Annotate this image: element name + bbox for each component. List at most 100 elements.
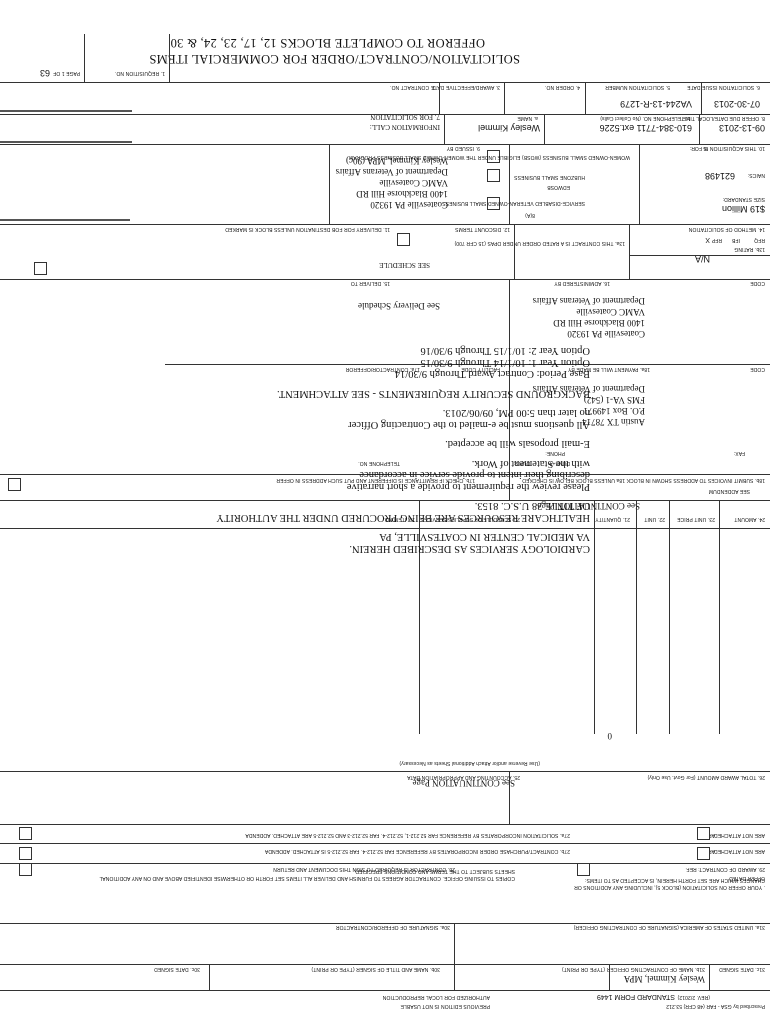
setaside-label: 10. THIS ACQUISITION IS xyxy=(703,145,765,151)
delivery-label: 11. DELIVERY FOR FOB DESTINATION UNLESS … xyxy=(225,226,390,232)
award-label: 29. AWARD OF CONTRACT: REF. xyxy=(685,866,765,872)
offeror-signature-label: 30a. SIGNATURE OF OFFEROR/CONTRACTOR xyxy=(335,924,450,930)
issued-by-attn: Wesley Kimmel, MPA (90c) xyxy=(346,156,448,166)
eight-a-label: 8(A) xyxy=(525,212,535,218)
solicitation-number-label: 5. SOLICITATION NUMBER xyxy=(605,84,670,90)
schedule-line: Please review the requirement to provide… xyxy=(346,481,590,492)
pay-line3: P.O. Box 149971 xyxy=(583,406,645,416)
form-subtitle: OFFEROR TO COMPLETE BLOCKS 12, 17, 23, 2… xyxy=(170,36,485,50)
signer-name-label: 30b. NAME AND TITLE OF SIGNER (TYPE OR P… xyxy=(311,966,440,972)
co-name-label: 31b. NAME OF CONTRACTING OFFICER (TYPE O… xyxy=(561,966,705,972)
footer-prev: PREVIOUS EDITION IS NOT USABLE xyxy=(400,1003,490,1009)
27b-are-checkbox[interactable] xyxy=(697,847,710,860)
footer-form: STANDARD FORM 1449 xyxy=(596,993,675,1000)
admin-line2: VAMC Coatesville xyxy=(576,307,645,317)
method-ifb: IFB xyxy=(731,237,740,243)
co-date-label: 31c. DATE SIGNED xyxy=(719,966,765,972)
rating-label: 13b. RATING xyxy=(734,246,765,252)
method-rfp-mark[interactable]: X xyxy=(705,236,710,243)
information-call-label: INFORMATION CALL: xyxy=(369,123,440,131)
hubzone-label: HUBZONE SMALL BUSINESS xyxy=(514,174,585,180)
27b-text: 27b. CONTRACT/PURCHASE ORDER INCORPORATE… xyxy=(264,848,570,854)
admin-code-label: CODE xyxy=(750,280,765,286)
for-solicitation-label: 7. FOR SOLICITATION xyxy=(370,113,440,121)
issue-date-label: 6. SOLICITATION ISSUE DATE xyxy=(687,84,760,90)
remit-checkbox[interactable] xyxy=(8,478,21,491)
administered-by-label: 16. ADMINISTERED BY xyxy=(554,280,610,286)
schedule-line xyxy=(220,399,590,407)
schedule-line: no later than 5:00 PM, 09/06/2013. xyxy=(442,407,590,419)
total-award-label: 26. TOTAL AWARD AMOUNT (For Govt. Use On… xyxy=(647,774,765,780)
footer-rev: (REV. 2/2012) xyxy=(677,994,710,1000)
method-rfp: RFP xyxy=(711,237,722,243)
naics-label: NAICS: xyxy=(747,172,765,178)
schedule-line: Option Year 2: 10/1/15 Through 9/30/16 xyxy=(420,345,590,357)
delivery-marked-checkbox[interactable] xyxy=(397,233,410,246)
method-label: 14. METHOD OF SOLICITATION xyxy=(688,226,765,232)
amount-header: 24. AMOUNT xyxy=(734,516,765,522)
block11-checkbox[interactable] xyxy=(34,262,47,275)
27b-addenda-checkbox[interactable] xyxy=(19,847,32,860)
issue-date-value: 07-30-2013 xyxy=(713,99,760,109)
discount-terms-label: 12. DISCOUNT TERMS xyxy=(455,226,510,232)
issued-by-line4: Coatesville PA 19320 xyxy=(370,200,448,210)
award-checkbox[interactable] xyxy=(577,863,590,876)
issued-by-line1: Department of Veterans Affairs xyxy=(335,167,448,177)
co-name-value: Wesley Kimmel, MPA xyxy=(623,974,705,984)
pay-code-label: CODE xyxy=(750,366,765,372)
size-standard-label: SIZE STANDARD: xyxy=(722,196,765,202)
naics-value: 621498 xyxy=(704,171,735,181)
signer-date-label: 30c. DATE SIGNED xyxy=(154,966,200,972)
order-no-label: 4. ORDER NO. xyxy=(544,84,580,90)
hubzone-checkbox[interactable] xyxy=(487,169,500,182)
rated-order-label: 13a. THIS CONTRACT IS A RATED ORDER UNDE… xyxy=(454,240,625,246)
pay-line4: Austin TX 78714 xyxy=(582,417,645,427)
schedule-line: HEALTHCARE RESOURCES ARE BEING PROCURED … xyxy=(216,512,590,523)
quantity-header: 21. QUANTITY xyxy=(595,516,630,522)
offer-due-label: 8. OFFER DUE DATE/LOCAL TIME xyxy=(682,115,765,121)
schedule-line: All questions must be e-mailed to the Co… xyxy=(348,419,590,430)
schedule-line: BACKGROUND SECURITY REQUIREMENTS - SEE A… xyxy=(277,388,590,399)
contractor-sign-checkbox[interactable] xyxy=(19,863,32,876)
quantity-zero: 0 xyxy=(607,731,613,741)
27b-are-not: ARE NOT ATTACHED. xyxy=(712,848,765,854)
issued-by-line3: 1400 Blackhorse Hill RD xyxy=(356,189,448,199)
telephone-value: 610-384-7711 ext.5226 xyxy=(599,123,692,133)
footer-auth: AUTHORIZED FOR LOCAL REPRODUCTION xyxy=(382,994,490,1000)
admin-line4: Coatesville PA 19320 xyxy=(567,329,645,339)
co-signature-label: 31a. UNITED STATES OF AMERICA (SIGNATURE… xyxy=(573,924,765,930)
issued-by-line2: VAMC Coatesville xyxy=(379,178,448,188)
27a-are-not: ARE NOT ATTACHED. xyxy=(712,832,765,838)
schedule-line: E-mail proposals will be accepted. xyxy=(445,438,590,450)
footer-prescribed: Prescribed by GSA - FAR (48 CFR) 53.212 xyxy=(666,1003,765,1009)
schedule-text: CARDIOLOGY SERVICES AS DESCRIBED HEREIN.… xyxy=(216,345,590,555)
schedule-line: with the Statement of Work. xyxy=(471,458,590,469)
form-title: SOLICITATION/CONTRACT/ORDER FOR COMMERCI… xyxy=(149,52,520,66)
pay-line2: FMS VA-1 (542) xyxy=(583,395,645,405)
27a-addenda-checkbox[interactable] xyxy=(19,827,32,840)
27a-text: 27a. SOLICITATION INCORPORATES BY REFERE… xyxy=(245,832,570,838)
schedule-line: describing their intent to provide servi… xyxy=(359,469,590,481)
schedule-line xyxy=(220,450,590,458)
accounting-value: See CONTINUATION Page xyxy=(412,778,515,788)
req-label: 1. REQUISITION NO. xyxy=(114,70,165,76)
page-value: 63 xyxy=(39,68,50,78)
telephone-label: b. TELEPHONE NO. (No Collect Calls) xyxy=(600,115,690,121)
award-text: . YOUR OFFER ON SOLICITATION (BLOCK 5), … xyxy=(574,877,765,890)
award-date-label: 3. AWARD/EFFECTIVE DATE xyxy=(430,84,500,90)
schedule-line: VA MEDICAL CENTER IN COATESVILLE, PA xyxy=(379,531,590,543)
27a-are-checkbox[interactable] xyxy=(697,827,710,840)
schedule-line xyxy=(220,430,590,438)
schedule-line: Base Period: Contract Award Through 9/30… xyxy=(394,368,590,380)
solicitation-number-value: VA244-13-R-1279 xyxy=(620,99,692,109)
name-label: a. NAME xyxy=(517,115,538,121)
issued-by-label: 9. ISSUED BY xyxy=(446,145,480,151)
delivery-value: SEE SCHEDULE xyxy=(379,261,430,269)
schedule-line xyxy=(220,523,590,531)
size-standard-value: $19 Million xyxy=(721,204,765,214)
admin-line3: 1400 Blackhorse Hill RD xyxy=(553,318,645,328)
schedule-line: OF TITLE 38 U.S.C. 8153. xyxy=(474,500,590,512)
setaside-pct-label: % FOR: xyxy=(689,145,708,151)
